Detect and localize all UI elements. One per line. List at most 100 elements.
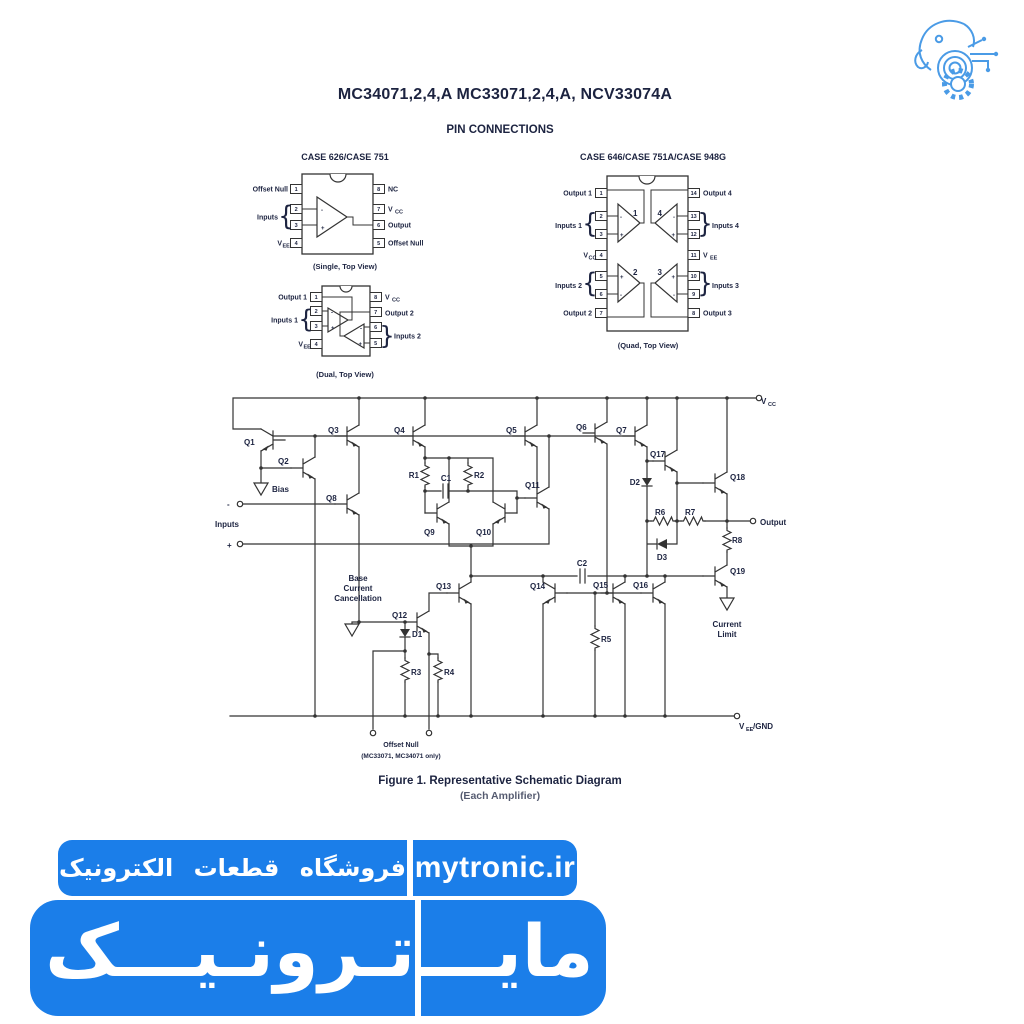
opamp-triangle-2 bbox=[342, 322, 365, 350]
banner-tagline-block: فروشگاه قطعات الکترونیک bbox=[58, 840, 407, 896]
pin-label-vcc: V bbox=[385, 295, 390, 302]
bias-arrow bbox=[252, 482, 270, 497]
minus-sign: - bbox=[620, 215, 622, 221]
banner-domain-block: mytronic.ir bbox=[413, 840, 577, 896]
schematic-resistors bbox=[400, 462, 732, 683]
minus-sign: - bbox=[673, 215, 675, 221]
opamp-wires bbox=[607, 189, 688, 318]
pin-number: 2 bbox=[315, 309, 318, 315]
r8-symbol bbox=[722, 527, 732, 553]
label-r3: R3 bbox=[411, 668, 422, 677]
banner-brand-left-block: تـرونـیـــک bbox=[30, 900, 415, 1016]
pin-number: 8 bbox=[377, 187, 380, 193]
quad-caption: (Quad, Top View) bbox=[618, 341, 679, 350]
label-vcc-sub: CC bbox=[768, 402, 776, 408]
label-c2: C2 bbox=[577, 559, 588, 568]
pin-label-offset-null: Offset Null bbox=[388, 241, 423, 248]
r5-symbol bbox=[590, 625, 600, 651]
d1-symbol bbox=[400, 629, 410, 637]
q11-symbol bbox=[524, 486, 550, 510]
schematic-labels: Q1 Q2 Q3 Q4 Q5 Q6 Q7 Q8 Q9 Q10 Q11 Q12 Q… bbox=[215, 397, 787, 760]
label-q13: Q13 bbox=[436, 582, 452, 591]
brace: } bbox=[697, 268, 712, 298]
brace: { bbox=[278, 201, 293, 231]
noninverting-input-terminal bbox=[236, 540, 244, 548]
circuit-traces bbox=[967, 39, 994, 68]
opamp-wires bbox=[322, 296, 370, 344]
pin-label-vcc: V bbox=[388, 207, 393, 214]
label-q4: Q4 bbox=[394, 426, 405, 435]
pin-number: 1 bbox=[295, 187, 298, 193]
label-q12: Q12 bbox=[392, 611, 408, 620]
label-q15: Q15 bbox=[593, 581, 609, 590]
pin-label-output4: Output 4 bbox=[703, 191, 732, 198]
pin-label-vee: V bbox=[703, 253, 708, 260]
pin-label-nc: NC bbox=[388, 187, 398, 194]
pin-number: 4 bbox=[315, 342, 319, 348]
q14-symbol bbox=[542, 581, 568, 605]
pin-label-vee: V bbox=[277, 241, 282, 248]
inverting-input-terminal bbox=[236, 500, 244, 508]
dip-notch bbox=[329, 173, 347, 183]
figure-subcaption: (Each Amplifier) bbox=[459, 790, 541, 802]
label-vcc: V bbox=[761, 397, 767, 406]
label-current: Current bbox=[344, 584, 373, 593]
label-q3: Q3 bbox=[328, 426, 339, 435]
amp-number-2: 2 bbox=[633, 268, 638, 277]
pin-number: 2 bbox=[600, 214, 603, 220]
label-d2: D2 bbox=[630, 478, 641, 487]
label-inputs: Inputs bbox=[215, 520, 240, 529]
brace: { bbox=[298, 304, 313, 334]
label-d1: D1 bbox=[412, 630, 423, 639]
vee-terminal bbox=[733, 712, 741, 720]
pin-number: 4 bbox=[600, 253, 604, 259]
pin-number: 3 bbox=[315, 324, 318, 330]
pin-label-output3: Output 3 bbox=[703, 311, 732, 318]
dual-left-pins: 1 2 3 4 bbox=[310, 292, 323, 349]
output-terminal bbox=[749, 517, 757, 525]
pin-label-inputs2: Inputs 2 bbox=[555, 283, 582, 290]
label-q6: Q6 bbox=[576, 423, 587, 432]
trace-dot bbox=[985, 67, 991, 73]
label-q11: Q11 bbox=[525, 481, 540, 490]
pin-number: 5 bbox=[377, 241, 380, 247]
pin-number: 13 bbox=[691, 214, 697, 220]
opamp-triangle bbox=[316, 195, 349, 239]
q9-symbol bbox=[424, 501, 450, 525]
label-r7: R7 bbox=[685, 508, 696, 517]
single-left-pins: 1 2 3 4 bbox=[290, 184, 303, 248]
trace-dot bbox=[981, 36, 987, 42]
quad-case-title: CASE 646/CASE 751A/CASE 948G bbox=[580, 152, 726, 162]
pin-number: 7 bbox=[374, 310, 377, 316]
brace: } bbox=[697, 209, 712, 239]
vcc-subscript: CC bbox=[395, 210, 403, 216]
junction-dots bbox=[259, 396, 729, 718]
falcon-crest bbox=[963, 23, 975, 48]
pin-label-output2: Output 2 bbox=[563, 311, 592, 318]
label-bias: Bias bbox=[272, 485, 289, 494]
trace-dot bbox=[993, 51, 999, 57]
falcon-eye bbox=[934, 34, 944, 44]
dip-notch bbox=[339, 285, 353, 293]
label-q5: Q5 bbox=[506, 426, 517, 435]
r7-symbol bbox=[680, 516, 706, 526]
single-case-title: CASE 626/CASE 751 bbox=[301, 152, 389, 162]
c2-symbol bbox=[579, 568, 586, 584]
label-output: Output bbox=[760, 518, 787, 527]
pin-label-offset-null: Offset Null bbox=[253, 187, 288, 194]
brand-wordmark-part1: مایـــ bbox=[421, 909, 594, 993]
label-c1: C1 bbox=[441, 474, 452, 483]
q8-symbol bbox=[334, 492, 360, 516]
pin-label-vee: V bbox=[298, 342, 303, 349]
single-right-pins: 8 7 6 5 bbox=[372, 184, 385, 248]
vee-subscript: EE bbox=[283, 244, 291, 250]
dip-notch bbox=[638, 175, 656, 185]
d3-symbol bbox=[657, 539, 667, 549]
brace: { bbox=[582, 268, 597, 298]
label-current-limit-2: Limit bbox=[717, 630, 736, 639]
current-limit-arrow bbox=[718, 597, 736, 612]
label-q19: Q19 bbox=[730, 567, 746, 576]
label-r2: R2 bbox=[474, 471, 485, 480]
gear-icon bbox=[942, 68, 974, 100]
pin-number: 4 bbox=[295, 241, 299, 247]
